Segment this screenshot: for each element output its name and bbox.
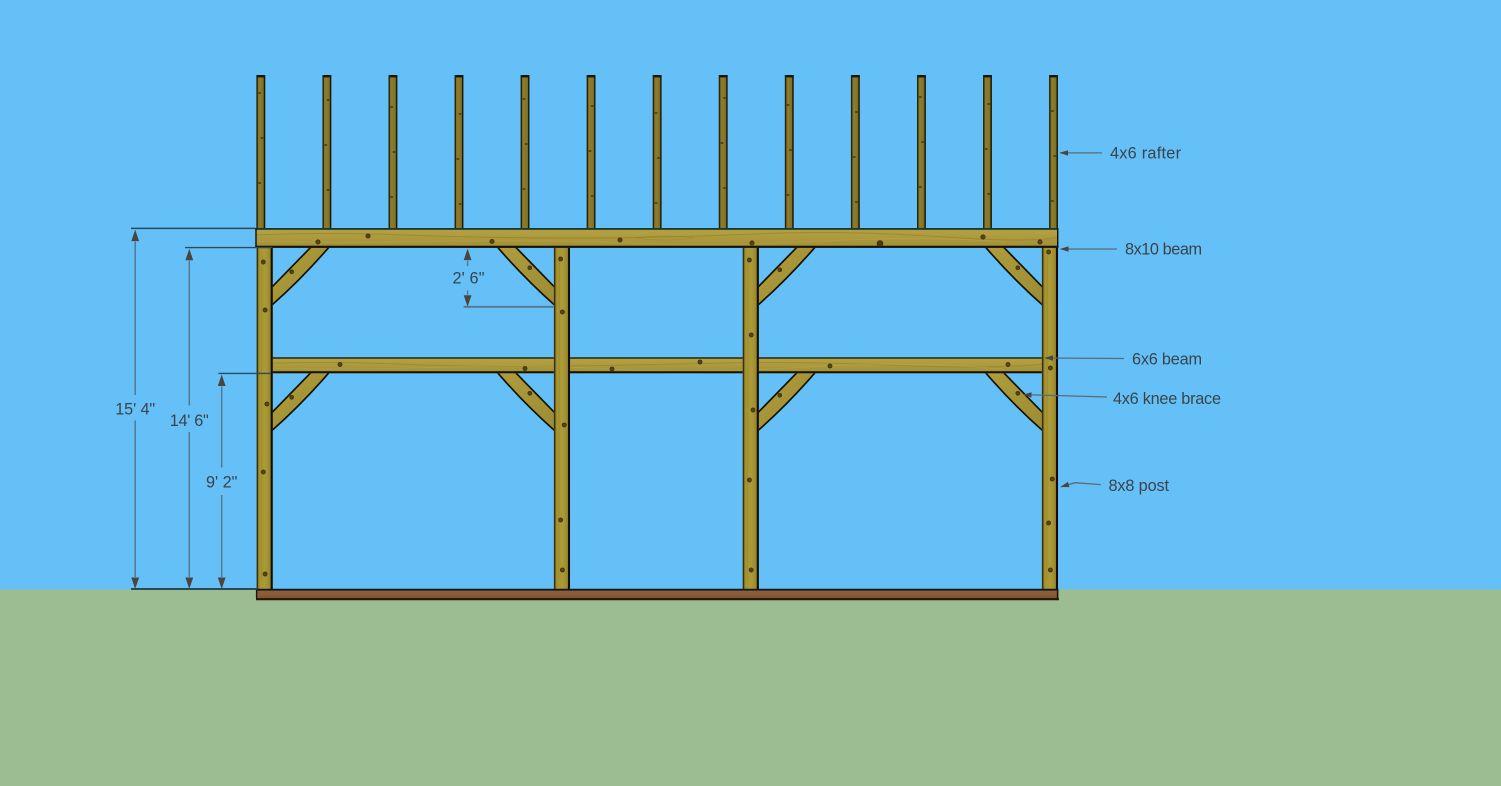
svg-text:4x6 knee brace: 4x6 knee brace	[1113, 390, 1221, 408]
svg-text:8x8 post: 8x8 post	[1109, 477, 1170, 495]
svg-text:6x6 beam: 6x6 beam	[1132, 351, 1202, 369]
svg-text:8x10 beam: 8x10 beam	[1125, 241, 1202, 259]
svg-text:9' 2": 9' 2"	[206, 474, 238, 492]
svg-text:15' 4": 15' 4"	[115, 401, 155, 419]
svg-text:14' 6": 14' 6"	[170, 412, 209, 430]
svg-text:4x6 rafter: 4x6 rafter	[1110, 144, 1182, 162]
svg-text:2' 6": 2' 6"	[453, 270, 485, 288]
